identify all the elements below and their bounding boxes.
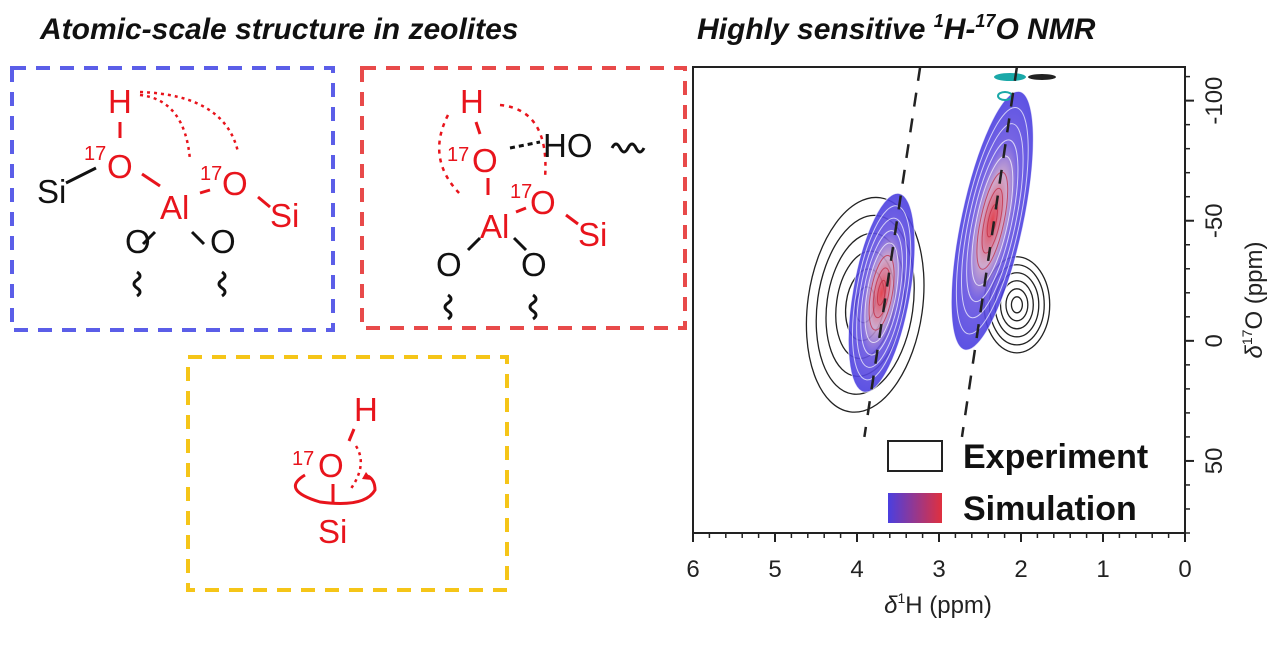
simulation-contour <box>856 217 908 368</box>
atom-al: Al <box>480 208 509 245</box>
simulation-contour <box>976 171 1009 270</box>
simulation-contour <box>868 254 895 331</box>
legend-swatch-experiment <box>887 440 943 472</box>
isotope-label: 17 <box>292 448 314 470</box>
blue-dashed-box <box>10 66 335 332</box>
x-tick-label: 1 <box>1096 556 1109 583</box>
left-title: Atomic-scale structure in zeolites <box>39 13 518 46</box>
y-tick-label: 0 <box>1201 334 1228 347</box>
experiment-contour <box>1028 74 1056 80</box>
atom-o: O <box>530 184 556 221</box>
y-tick-label: -50 <box>1201 203 1228 238</box>
y-tick-label: 50 <box>1201 448 1228 475</box>
experiment-contour <box>805 196 925 413</box>
simulation-contour <box>852 205 912 381</box>
x-tick-label: 3 <box>932 556 945 583</box>
atom-o: O <box>107 148 133 185</box>
atom-al: Al <box>160 189 189 226</box>
y-axis-label: δ17O (ppm) <box>1239 242 1268 359</box>
atom-h: H <box>108 83 132 120</box>
experiment-contour <box>1010 296 1024 314</box>
simulation-contour <box>966 139 1019 303</box>
x-tick-label: 6 <box>686 556 699 583</box>
simulation-contour <box>971 155 1014 286</box>
atom-si: Si <box>578 216 607 253</box>
dashed-guide-line <box>960 66 1019 438</box>
atom-o: O <box>472 142 498 179</box>
x-axis-label: δ1H (ppm) <box>884 590 992 619</box>
atom-si: Si <box>37 173 66 210</box>
atom-si: Si <box>270 197 299 234</box>
atom-o: O <box>210 223 236 260</box>
atom-o: O <box>521 246 547 283</box>
simulation-contour <box>872 267 891 319</box>
atom-h: H <box>460 83 484 120</box>
atom-h: H <box>354 391 378 428</box>
simulation-peak <box>951 91 1034 351</box>
right-title: Highly sensitive 1H-17O NMR <box>697 11 1096 46</box>
y-tick-label: -100 <box>1201 77 1228 125</box>
atom-si: Si <box>318 513 347 550</box>
isotope-label: 17 <box>84 143 106 165</box>
teal-contour <box>994 73 1026 81</box>
x-tick-label: 5 <box>768 556 781 583</box>
atom-ho: HO <box>543 127 593 164</box>
atom-o: O <box>318 447 344 484</box>
atom-o: O <box>436 246 462 283</box>
legend-label-simulation: Simulation <box>963 490 1137 528</box>
contour-plot <box>805 66 1056 438</box>
simulation-contour <box>847 192 916 393</box>
simulation-contour <box>860 230 903 356</box>
isotope-label: 17 <box>200 163 222 185</box>
simulation-contour <box>955 107 1029 335</box>
simulation-peak <box>848 193 915 393</box>
red-dashed-box <box>360 66 687 330</box>
atom-o: O <box>222 165 248 202</box>
simulation-contour <box>961 123 1024 319</box>
experiment-contour <box>999 280 1034 330</box>
atom-o: O <box>125 223 151 260</box>
legend: Experiment Simulation <box>887 438 1148 528</box>
isotope-label: 17 <box>447 144 469 166</box>
simulation-contour <box>864 242 899 344</box>
yellow-dashed-box <box>186 355 509 592</box>
experiment-contour <box>1005 288 1029 322</box>
simulation-contour <box>876 279 887 306</box>
simulation-contour <box>981 187 1004 254</box>
x-tick-label: 4 <box>850 556 863 583</box>
structure-hydrogen-bonded-hydroxyl: H 17 O HO Al 17 O Si O O <box>360 66 687 330</box>
structure-bridging-hydroxyl: H 17 O Si Al 17 O Si O O <box>10 66 335 332</box>
nmr-spectrum: 6 5 4 3 2 1 0 -100 -50 0 50 δ1H (ppm) δ17O (ppm) E… <box>686 66 1268 619</box>
legend-swatch-simulation <box>888 493 942 523</box>
legend-label-experiment: Experiment <box>963 438 1148 476</box>
axis-ticks: 6 5 4 3 2 1 0 -100 -50 0 50 <box>686 75 1228 583</box>
x-tick-label: 2 <box>1014 556 1027 583</box>
structure-silanol: H 17 O Si <box>186 355 509 592</box>
simulation-contour <box>950 90 1034 351</box>
dashed-guide-line <box>863 66 922 438</box>
isotope-label: 17 <box>510 181 532 203</box>
x-tick-label: 0 <box>1178 556 1191 583</box>
